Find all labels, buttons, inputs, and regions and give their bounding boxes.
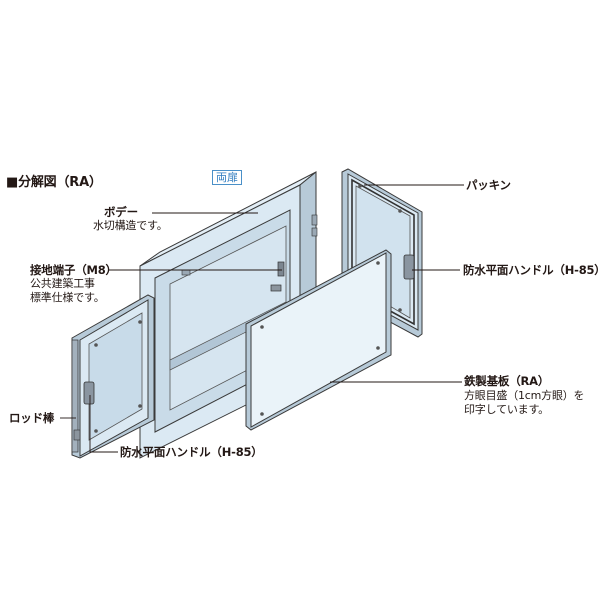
callout-body-desc: 水切構造です。	[93, 219, 168, 232]
callout-plate-label: 鉄製基板（RA）	[464, 374, 550, 388]
callout-plate-desc-1: 方眼目盛（1cm方眼）を	[464, 389, 585, 402]
mounting-plate	[245, 249, 392, 431]
leader-lines	[60, 184, 464, 453]
diagram-title: ■分解図（RA）	[6, 175, 102, 190]
callout-handle-left-label: 防水平面ハンドル（H-85）	[120, 445, 263, 459]
callout-body-label: ボデー	[104, 205, 138, 219]
callout-ground-desc-2: 標準仕様です。	[30, 291, 105, 304]
callout-handle-right-label: 防水平面ハンドル（H-85）	[463, 263, 600, 277]
callout-packing-label: パッキン	[466, 178, 511, 192]
callout-plate-desc-2: 印字しています。	[464, 403, 549, 416]
callout-ground-label: 接地端子（M8）	[30, 263, 117, 277]
callout-rod-label: ロッド棒	[9, 411, 55, 425]
callout-ground-desc-1: 公共建築工事	[30, 277, 95, 290]
double-door-badge: 両扉	[212, 170, 242, 185]
leader-handle-left	[89, 395, 118, 453]
left-door	[71, 294, 155, 459]
